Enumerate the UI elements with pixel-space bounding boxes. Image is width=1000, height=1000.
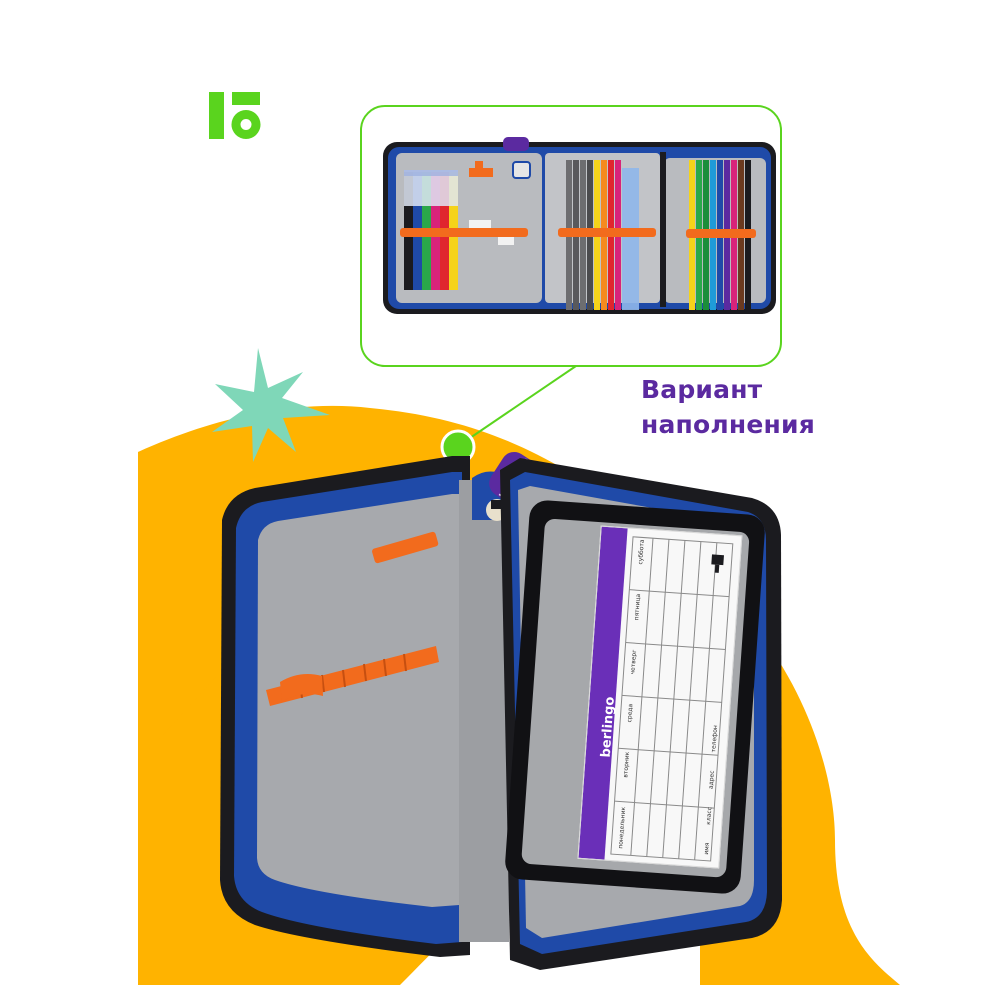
filling-variant-caption: Вариант наполнения xyxy=(641,372,815,442)
callout-connector xyxy=(469,365,577,439)
schedule-grid xyxy=(610,536,734,862)
berlingo-logo-icon xyxy=(209,92,261,140)
mint-star-shape xyxy=(212,348,330,462)
caption-line-2: наполнения xyxy=(641,410,815,439)
field-label: адрес xyxy=(707,770,716,790)
schedule-card: berlingo понедельник вторник xyxy=(577,525,743,869)
day-label: среда xyxy=(626,703,635,723)
filled-case-image xyxy=(383,137,776,314)
caption-line-1: Вариант xyxy=(641,375,763,404)
field-label: имя xyxy=(703,842,711,855)
field-label: класс xyxy=(705,806,714,825)
